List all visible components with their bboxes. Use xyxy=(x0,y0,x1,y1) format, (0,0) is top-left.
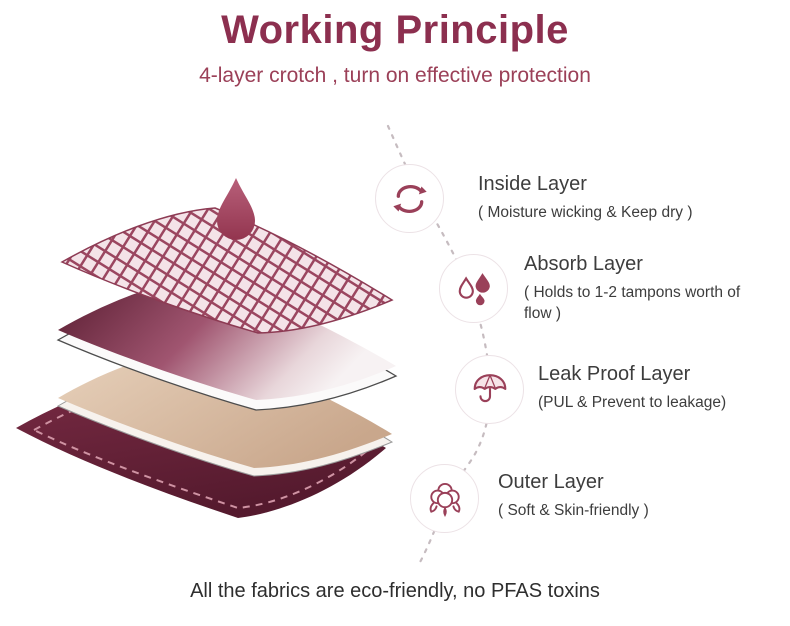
page-subtitle: 4-layer crotch , turn on effective prote… xyxy=(199,64,591,87)
recycle-arrows-icon xyxy=(392,184,427,213)
umbrella-icon xyxy=(473,373,506,402)
inside-layer-badge xyxy=(375,164,444,233)
layer-desc: ( Holds to 1-2 tampons worth of flow ) xyxy=(524,284,741,322)
layer-name: Absorb Layer xyxy=(524,253,643,275)
layer-desc: ( Soft & Skin-friendly ) xyxy=(498,502,649,519)
inside-layer-mesh-sheet xyxy=(60,207,394,334)
outer-layer-badge xyxy=(410,464,479,533)
layer-desc: (PUL & Prevent to leakage) xyxy=(538,394,727,411)
leak-proof-layer-badge xyxy=(455,355,524,424)
layer-name: Inside Layer xyxy=(478,173,587,195)
absorb-layer-badge xyxy=(439,254,508,323)
page-title: Working Principle xyxy=(221,8,569,52)
water-drops-icon xyxy=(458,272,490,305)
droplet-icon xyxy=(217,178,255,240)
layer-name: Leak Proof Layer xyxy=(538,363,691,385)
layer-desc: ( Moisture wicking & Keep dry ) xyxy=(478,204,693,221)
cotton-flower-icon xyxy=(429,482,460,517)
footer-note: All the fabrics are eco-friendly, no PFA… xyxy=(190,580,600,602)
layer-name: Outer Layer xyxy=(498,471,604,493)
